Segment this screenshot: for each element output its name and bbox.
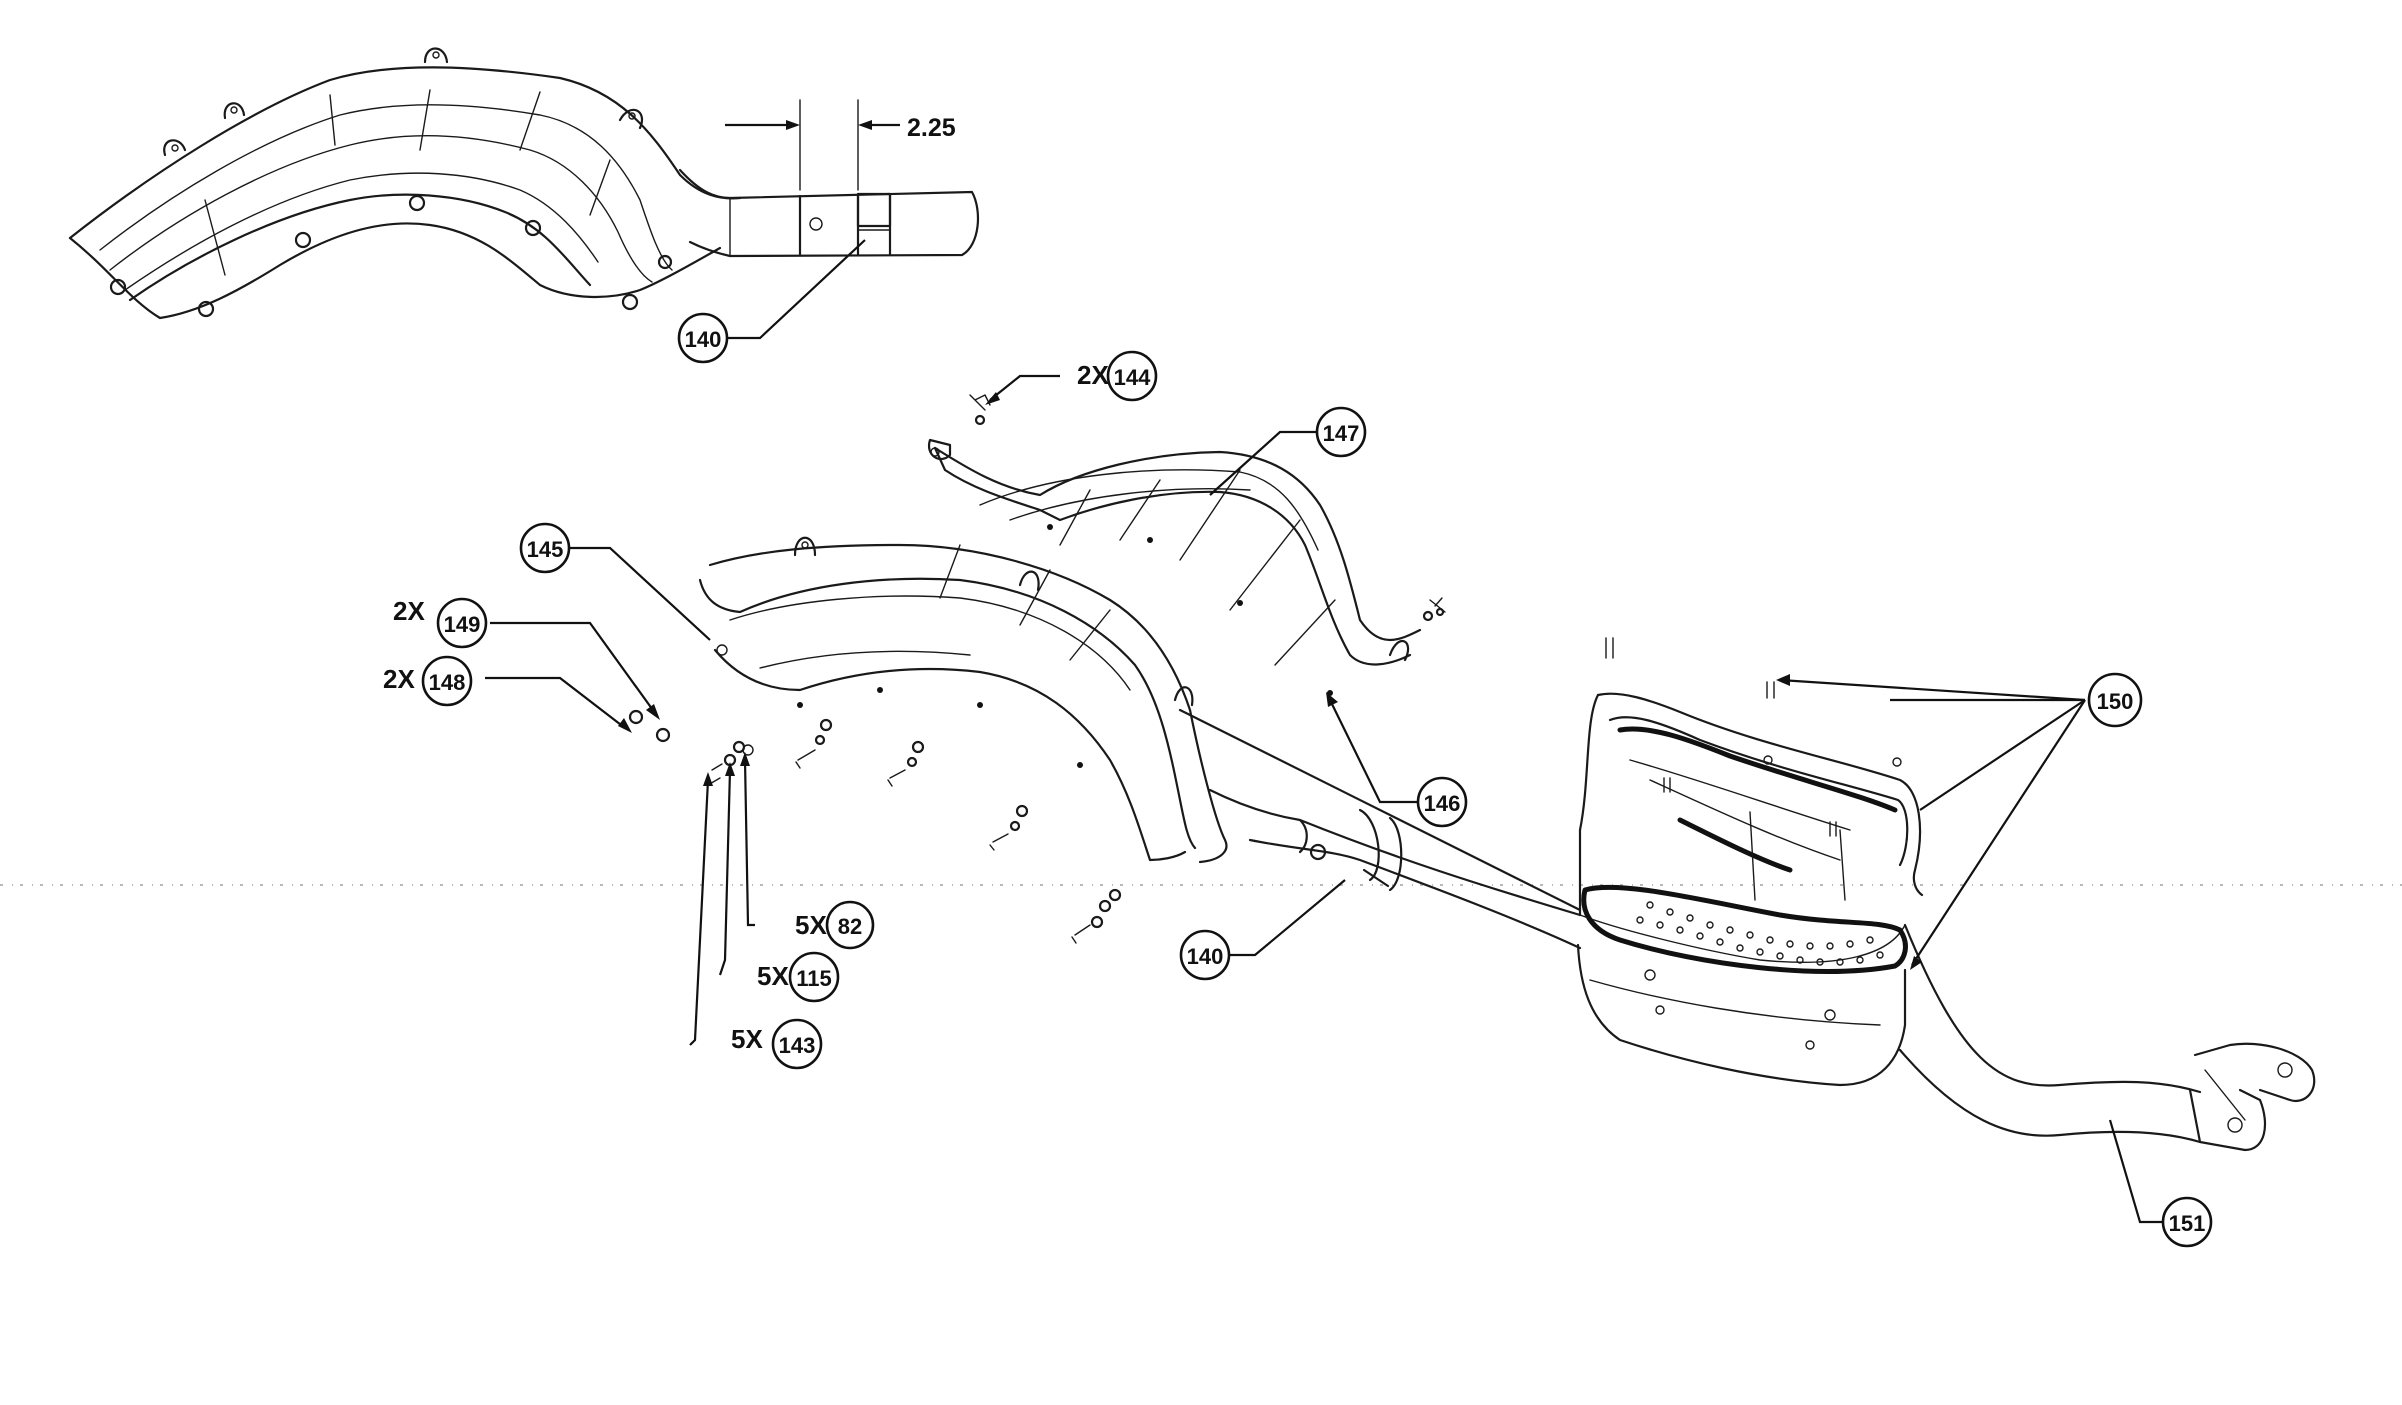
perforation-pattern	[1636, 901, 1884, 966]
callout-number: 146	[1424, 791, 1461, 816]
callout-number: 144	[1114, 365, 1151, 390]
callout-number: 82	[838, 914, 862, 939]
callout-82: 5X 82	[795, 900, 875, 950]
callout-143: 5X 143	[731, 1018, 823, 1070]
callout-number: 140	[1187, 944, 1224, 969]
callout-115: 5X 115	[757, 951, 840, 1003]
callout-number: 150	[2097, 689, 2134, 714]
callout-qty: 2X	[1077, 360, 1109, 390]
callout-number: 143	[779, 1033, 816, 1058]
callout-qty: 5X	[795, 910, 827, 940]
callout-148: 2X 148	[383, 655, 473, 707]
callout-150: 150	[2087, 672, 2143, 728]
callout-140-detail: 140	[677, 312, 729, 364]
callout-number: 148	[429, 670, 466, 695]
main-assembly	[485, 374, 2316, 1224]
callout-qty: 2X	[393, 596, 425, 626]
callout-number: 149	[444, 612, 481, 637]
dimension-value: 2.25	[907, 114, 956, 142]
callout-number: 151	[2169, 1211, 2206, 1236]
callout-qty: 2X	[383, 664, 415, 694]
callout-145: 145	[519, 522, 571, 574]
callout-number: 115	[796, 966, 832, 991]
callout-qty: 5X	[757, 961, 789, 991]
detail-view-heat-shield: 2.25	[68, 47, 979, 340]
callout-number: 147	[1323, 421, 1360, 446]
callout-number: 145	[527, 537, 564, 562]
callout-151: 151	[2161, 1196, 2213, 1248]
callout-qty: 5X	[731, 1024, 763, 1054]
callout-146: 146	[1416, 776, 1468, 828]
callout-144: 2X 144	[1077, 350, 1158, 402]
hardware-fasteners	[628, 394, 1446, 944]
callout-149: 2X 149	[393, 596, 488, 649]
callout-number: 140	[685, 327, 722, 352]
callout-147: 147	[1315, 406, 1367, 458]
callout-140-main: 140	[1179, 929, 1231, 981]
